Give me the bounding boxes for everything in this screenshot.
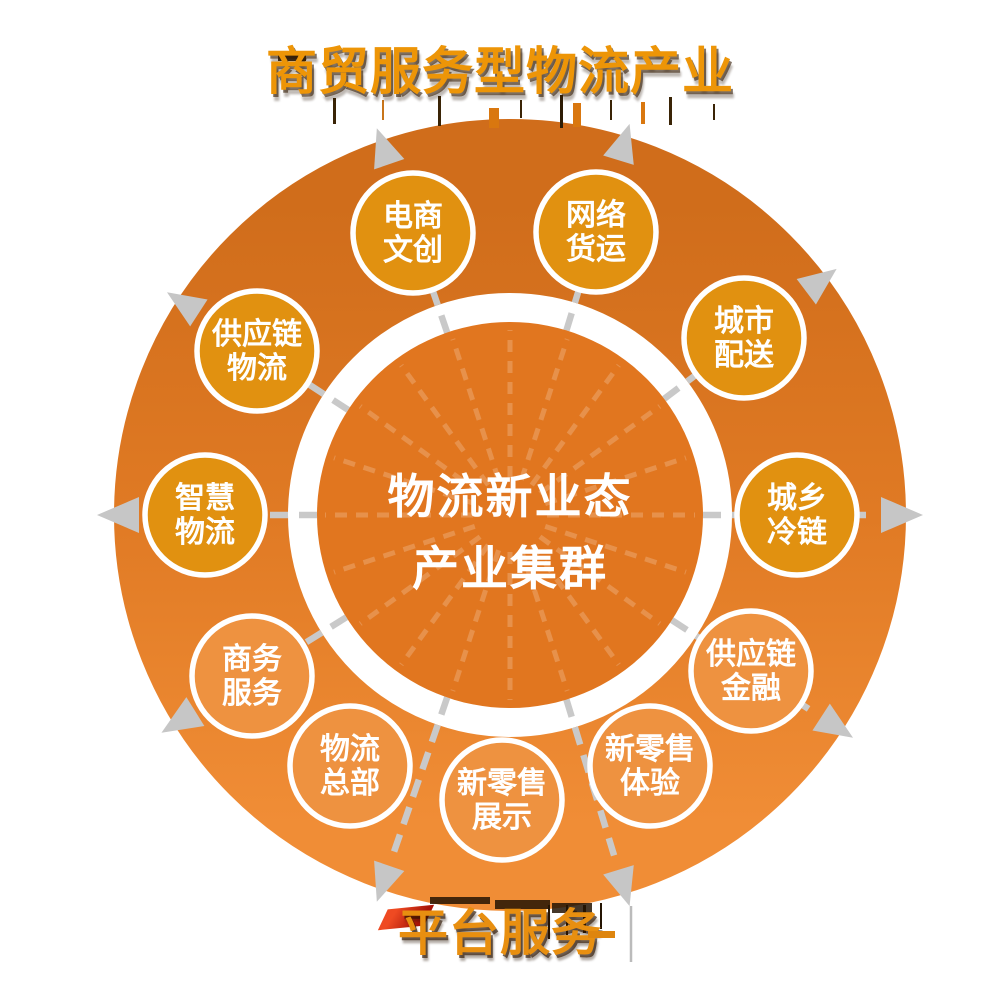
hub-ray — [399, 363, 491, 487]
node-label-line2: 展示 — [472, 801, 532, 834]
node-circle — [189, 613, 315, 739]
node-label-line1: 网络 — [566, 198, 626, 232]
ring-item-supply-chain-logistics: 供应链 物流 — [194, 288, 320, 414]
bottom-sector-title: 平台服务 — [398, 905, 602, 961]
node-label-line1: 电商 — [383, 200, 443, 233]
arrow-head-icon — [166, 292, 208, 327]
top-title-accent-bar — [278, 53, 306, 61]
hub-ray — [358, 534, 482, 626]
node-label-line1: 城市 — [714, 304, 774, 338]
node-circle — [287, 703, 413, 829]
radial-arrow — [161, 614, 349, 733]
node-label-line1: 商务 — [222, 643, 282, 676]
hub-ray — [544, 455, 687, 506]
arrow-head-icon — [161, 697, 205, 733]
node-label-line2: 物流 — [175, 516, 235, 549]
node-label-line2: 服务 — [222, 677, 282, 710]
node-label-line1: 新零售 — [605, 733, 695, 766]
hub-ray — [529, 543, 621, 667]
radial-arrows — [97, 123, 923, 907]
radial-arrow — [662, 268, 837, 402]
hub-ray — [529, 363, 621, 487]
node-circle — [350, 170, 476, 296]
node-circle — [533, 169, 659, 295]
hub-ray — [333, 455, 476, 506]
hub-rays-decoration — [325, 330, 695, 700]
arrow-head-icon — [812, 703, 854, 738]
radial-arrow — [374, 696, 451, 902]
ring-item-business-services: 商务 服务 — [189, 613, 315, 739]
ring-item-network-freight: 网络 货运 — [533, 169, 659, 295]
bottom-title-accent-bar — [588, 931, 615, 938]
radial-arrow — [374, 128, 451, 334]
hub-title-line2: 产业集群 — [412, 542, 608, 595]
node-label-line1: 城乡 — [767, 482, 827, 515]
node-circle — [194, 288, 320, 414]
hub-ray — [538, 534, 662, 626]
ring-item-new-retail-display: 新零售 展示 — [439, 737, 565, 863]
ring-item-city-delivery: 城市 配送 — [681, 275, 807, 401]
node-label-line2: 冷链 — [767, 515, 827, 549]
node-label-line2: 货运 — [566, 232, 626, 266]
hub-ray — [538, 404, 662, 496]
hub-ray — [358, 404, 482, 496]
ring-item-smart-logistics: 智慧 物流 — [142, 452, 268, 578]
node-label-line1: 物流 — [320, 733, 380, 766]
arrow-head-icon — [603, 865, 634, 907]
ring-item-ecommerce-creative: 电商 文创 — [350, 170, 476, 296]
arrow-head-icon — [97, 497, 139, 533]
node-label-line2: 物流 — [227, 352, 287, 385]
node-label-line2: 文创 — [383, 233, 443, 267]
arrow-head-icon — [881, 497, 923, 533]
node-label-line1: 供应链 — [705, 637, 796, 671]
ring-item-new-retail-experience: 新零售 体验 — [587, 703, 713, 829]
node-label-line2: 配送 — [714, 339, 774, 372]
node-circle — [688, 608, 814, 734]
arrow-head-icon — [796, 268, 837, 305]
hub-circle — [317, 322, 703, 708]
ring-item-supply-chain-finance: 供应链 金融 — [688, 608, 814, 734]
radial-arrow — [703, 497, 923, 533]
top-sector-title: 商贸服务型物流产业 — [265, 43, 734, 100]
hub: 物流新业态 产业集群 — [317, 322, 703, 708]
ring-item-logistics-headquarters: 物流 总部 — [287, 703, 413, 829]
radial-arrow — [563, 698, 634, 907]
node-label-line2: 金融 — [720, 671, 781, 705]
node-label-line1: 供应链 — [211, 317, 302, 351]
node-circle — [142, 452, 268, 578]
hub-ray — [519, 549, 570, 692]
hub-ray — [333, 524, 476, 575]
node-circle — [681, 275, 807, 401]
node-circle — [587, 703, 713, 829]
ring-item-urban-rural-cold-chain: 城乡 冷链 — [734, 452, 860, 578]
hub-ray — [450, 549, 501, 692]
radial-arrow — [563, 123, 634, 332]
node-label-line2: 体验 — [620, 766, 680, 800]
radial-arrow — [166, 292, 350, 413]
radial-arrow — [670, 617, 854, 738]
radial-arrow — [97, 497, 317, 533]
node-label-line1: 智慧 — [175, 482, 235, 515]
arrow-head-icon — [603, 123, 634, 165]
arrow-head-icon — [374, 128, 405, 170]
node-circle — [439, 737, 565, 863]
arrow-head-icon — [374, 860, 405, 902]
hub-ray — [399, 543, 491, 667]
node-circle — [734, 452, 860, 578]
hub-ray — [544, 524, 687, 575]
hub-title-line1: 物流新业态 — [388, 470, 633, 523]
hub-ray — [519, 338, 570, 481]
hub-ray — [450, 338, 501, 481]
node-label-line2: 总部 — [320, 766, 380, 800]
node-label-line1: 新零售 — [457, 767, 547, 800]
